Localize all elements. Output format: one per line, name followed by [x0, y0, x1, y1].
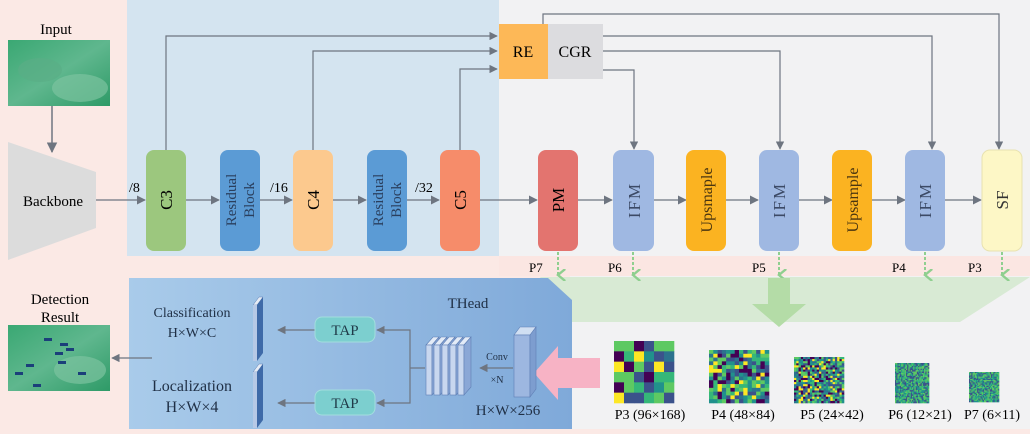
detection-line1: Detection	[31, 292, 90, 308]
guide-to-ifm1	[603, 69, 639, 150]
c3-block: C3	[146, 150, 186, 251]
head-branches	[111, 325, 425, 408]
ifm-block-2: IFM	[759, 150, 799, 251]
residual-block-1: Residual Block	[220, 150, 260, 251]
level-outputs: P7 P6 P5 P4 P3	[529, 252, 1002, 275]
ifm-3-label: IFM	[916, 182, 935, 218]
feature-map-label-p5: P5 (24×42)	[800, 408, 864, 423]
c3-label: C3	[157, 190, 176, 210]
detection-box	[33, 384, 41, 387]
input-image-rock	[52, 74, 108, 102]
branch-to-tap-1	[376, 325, 411, 368]
thead-title: THead	[448, 296, 489, 312]
residual-block-2: Residual Block	[367, 150, 407, 251]
branch-to-tap-2	[376, 368, 411, 408]
residual-block-1-line1: Residual	[224, 174, 240, 227]
detection-box	[55, 352, 63, 355]
skip-c5-re	[459, 64, 498, 150]
classification-output	[252, 296, 264, 361]
detection-box	[15, 372, 23, 375]
detection-box	[44, 338, 52, 341]
tap-block-1: TAP	[314, 316, 376, 343]
c5-block: C5	[440, 150, 480, 251]
skip-connections	[165, 31, 498, 150]
feature-map-p4	[709, 350, 770, 404]
feature-map-label-p6: P6 (12×21)	[888, 408, 952, 423]
times-n-label: ×N	[491, 375, 504, 386]
head-input-feature	[513, 326, 537, 398]
detection-box	[66, 348, 74, 351]
residual-block-2-line1: Residual	[371, 174, 387, 227]
feature-map-label-p7: P7 (6×11)	[964, 408, 1020, 423]
cgr-label: CGR	[559, 44, 592, 61]
feature-map-p7	[969, 372, 1000, 403]
upsample-1-label: Upsmaple	[699, 168, 716, 233]
detection-box	[58, 361, 66, 364]
level-p4-label: P4	[892, 260, 906, 275]
aggregate-down-arrow	[752, 278, 806, 327]
pm-label: PM	[549, 188, 568, 213]
input-image-rock-2	[18, 58, 62, 82]
upsample-block-2: Upsample	[832, 150, 872, 251]
skip-c3-re	[165, 31, 498, 150]
feature-map-label-p3: P3 (96×168)	[615, 408, 686, 423]
upsample-block-1: Upsmaple	[686, 150, 726, 251]
skip-c4-re	[312, 46, 498, 150]
c5-label: C5	[451, 190, 470, 210]
feature-map-p6	[895, 363, 930, 404]
localization-output	[252, 363, 264, 428]
guide-to-ifm2	[603, 50, 785, 150]
level-p7-label: P7	[529, 260, 543, 275]
feature-map-p5	[794, 357, 845, 404]
classification-label: Classification	[154, 306, 231, 321]
sf-block: SF	[981, 149, 1023, 252]
stride-8: /8	[129, 181, 140, 196]
detection-box	[78, 372, 86, 375]
detection-box	[26, 364, 34, 367]
stride-16: /16	[270, 181, 288, 196]
tap-2-label: TAP	[331, 396, 358, 412]
stride-32: /32	[415, 181, 433, 196]
conv-label: Conv	[486, 352, 508, 363]
upsample-2-label: Upsample	[845, 168, 862, 233]
backbone-label: Backbone	[23, 194, 83, 210]
ifm-block-1: IFM	[613, 150, 654, 251]
re-block: RE	[499, 24, 548, 79]
classification-dim: H×W×C	[168, 326, 216, 341]
conv-stack	[425, 336, 472, 396]
localization-label: Localization	[152, 378, 232, 395]
level-p6-label: P6	[608, 260, 622, 275]
detection-image-rock	[54, 356, 106, 384]
tap-1-label: TAP	[331, 323, 358, 339]
input-label: Input	[40, 22, 72, 38]
feature-map-label-p4: P4 (48×84)	[711, 408, 775, 423]
detection-line2: Result	[41, 310, 80, 326]
re-label: RE	[513, 44, 533, 61]
pm-block: PM	[538, 150, 578, 251]
feature-map-p3	[614, 341, 675, 404]
c4-label: C4	[304, 190, 323, 210]
tap-block-2: TAP	[314, 389, 376, 416]
ifm-block-3: IFM	[905, 150, 945, 251]
conv-slab	[457, 336, 472, 396]
backbone-block	[8, 142, 96, 260]
guide-to-sf	[542, 13, 1004, 150]
ifm-2-label: IFM	[770, 182, 789, 218]
level-p5-label: P5	[752, 260, 766, 275]
feature-maps	[614, 341, 1000, 404]
level-p3-label: P3	[968, 260, 982, 275]
head-feature-dim: H×W×256	[476, 403, 541, 419]
c4-block: C4	[293, 150, 333, 251]
guide-to-ifm3	[603, 35, 937, 150]
cgr-block: CGR	[548, 24, 603, 79]
sf-label: SF	[993, 191, 1012, 210]
features-to-head-arrow	[534, 346, 600, 400]
localization-dim: H×W×4	[166, 399, 219, 416]
detection-boxes	[15, 338, 86, 387]
residual-block-2-line2: Block	[389, 182, 405, 218]
detection-box	[60, 343, 68, 346]
residual-block-1-line2: Block	[242, 182, 258, 218]
ifm-1-label: IFM	[625, 182, 644, 218]
guidance-connections	[542, 13, 1004, 150]
